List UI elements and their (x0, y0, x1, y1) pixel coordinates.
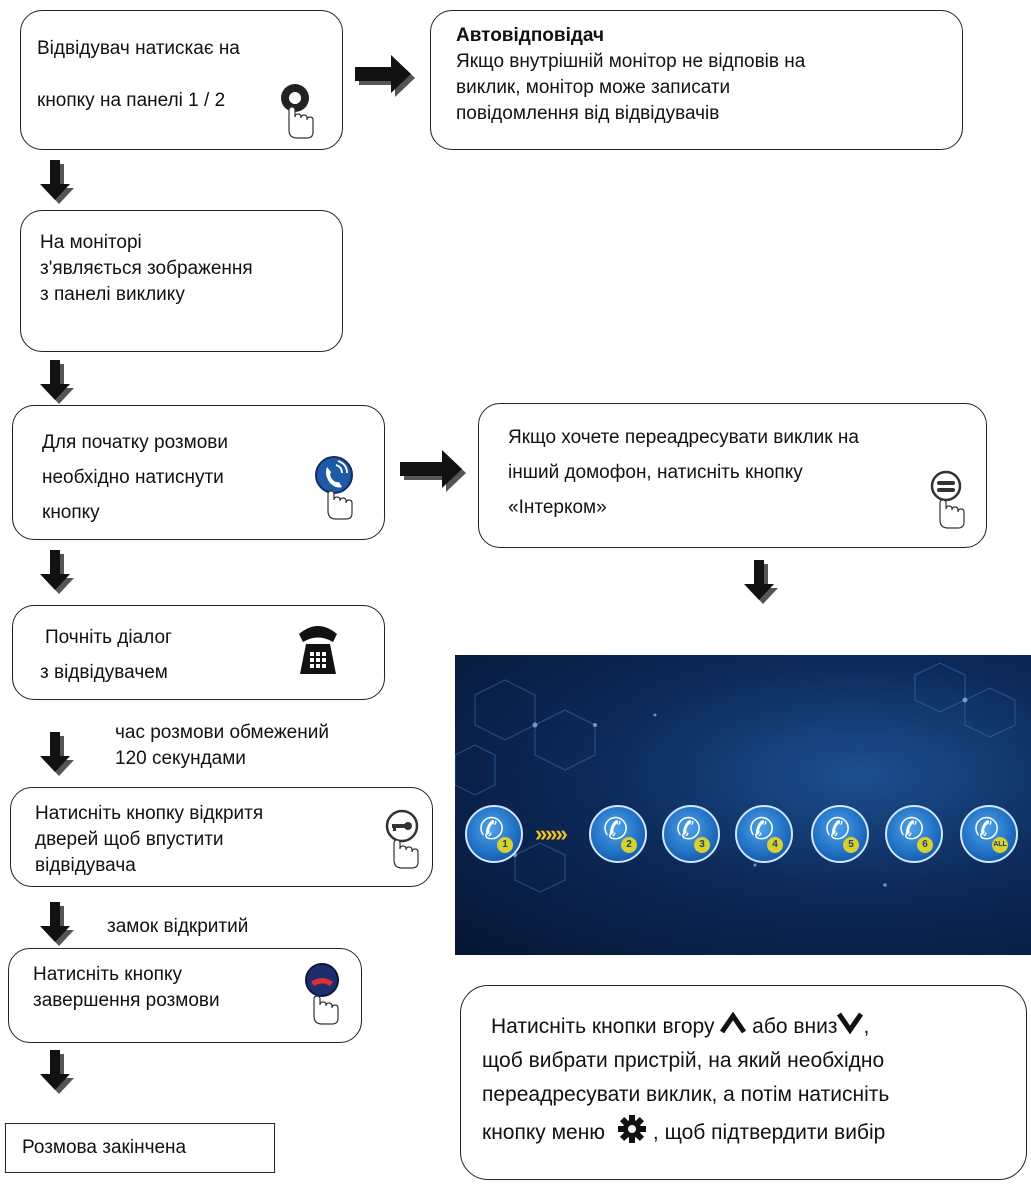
arrow-down-1 (40, 160, 74, 209)
answer-phone-icon (312, 455, 364, 530)
select-line1-a: Натисніть кнопки вгору (491, 1015, 715, 1039)
answering-machine-line2: виклик, монітор може записати (456, 77, 731, 98)
intercom-icon (928, 470, 970, 541)
arrow-down-transfer (744, 560, 778, 609)
arrow-right-1 (355, 55, 415, 102)
device-number: 4 (767, 837, 783, 853)
step-end-call (8, 948, 362, 1043)
step-end-line1: Натисніть кнопку (33, 964, 182, 985)
step-open-line2: дверей щоб впустити (35, 829, 224, 850)
transfer-line2: інший домофон, натисніть кнопку (508, 462, 803, 483)
step-open-line3: відвідувача (35, 855, 136, 876)
gear-icon (617, 1114, 647, 1153)
arrow-down-4 (40, 732, 74, 781)
step-monitor-line2: з'являється зображення (40, 258, 253, 279)
step-start-line1: Для початку розмови (42, 432, 228, 453)
desk-phone-icon (296, 622, 340, 685)
answering-machine-line3: повідомлення від відвідувачів (456, 103, 720, 124)
step-open-line1: Натисніть кнопку відкритя (35, 803, 264, 824)
select-line4-b: , щоб підтвердити вибір (652, 1121, 886, 1145)
arrow-right-2 (400, 450, 468, 497)
select-line1-c: , (863, 1015, 870, 1039)
device-number: 1 (497, 837, 513, 853)
device-button-3[interactable]: ✆3 (662, 805, 720, 863)
device-number: 6 (917, 837, 933, 853)
select-device-box (460, 985, 1027, 1180)
step-monitor-image (20, 210, 343, 352)
device-button-4[interactable]: ✆4 (735, 805, 793, 863)
door-key-icon (380, 808, 424, 879)
transfer-line3: «Інтерком» (508, 497, 607, 518)
step-visitor-press-line2: кнопку на панелі 1 / 2 (37, 90, 226, 111)
step-monitor-line1: На моніторі (40, 232, 142, 253)
device-button-5[interactable]: ✆5 (811, 805, 869, 863)
device-button-1[interactable]: ✆1 (465, 805, 523, 863)
answering-machine-box (430, 10, 963, 150)
step-visitor-press-line1: Відвідувач натискає на (37, 38, 240, 59)
up-caret-icon (720, 1011, 747, 1043)
hang-up-icon (300, 962, 346, 1037)
select-line2: щоб вибрати пристрій, на який необхідно (482, 1049, 885, 1072)
arrow-down-2 (40, 360, 74, 409)
device-number: 2 (621, 837, 637, 853)
device-button-all[interactable]: ✆ALL (960, 805, 1018, 863)
transfer-line1: Якщо хочете переадресувати виклик на (508, 427, 859, 448)
transfer-box (478, 403, 987, 548)
lock-open-label: замок відкритий (107, 916, 249, 937)
monitor-transfer-screen: ✆1 »»» ✆2 ✆3 ✆4 ✆5 ✆6 ✆ALL (455, 655, 1031, 955)
device-number: 5 (843, 837, 859, 853)
select-line1-b: або вниз (752, 1015, 838, 1039)
step-open-door (10, 787, 433, 887)
device-number: ALL (992, 837, 1008, 853)
device-button-6[interactable]: ✆6 (885, 805, 943, 863)
step-dialog-line1: Почніть діалог (45, 627, 172, 648)
step-start-line3: кнопку (42, 502, 100, 523)
select-line1: Натисніть кнопки вгору або вниз , (491, 1011, 870, 1043)
select-line4-a: кнопку меню (482, 1121, 606, 1145)
answering-machine-line1: Якщо внутрішній монітор не відповів на (456, 51, 806, 72)
arrow-down-6 (40, 1050, 74, 1099)
step-monitor-line3: з панелі виклику (40, 284, 185, 305)
step-finished (5, 1123, 275, 1173)
step-end-line2: завершення розмови (33, 990, 220, 1011)
call-button-hand-icon (275, 82, 317, 147)
arrow-down-3 (40, 550, 74, 599)
step-finished-label: Розмова закінчена (22, 1137, 187, 1158)
down-caret-icon (837, 1012, 864, 1043)
talk-time-line2: 120 секундами (115, 748, 246, 769)
talk-time-line1: час розмови обмежений (115, 722, 329, 743)
select-line3: переадресувати виклик, а потім натисніть (482, 1083, 890, 1106)
arrow-down-5 (40, 902, 74, 951)
device-button-2[interactable]: ✆2 (589, 805, 647, 863)
step-start-line2: необхідно натиснути (42, 467, 224, 488)
select-line4: кнопку меню , щоб підтвердити вибір (482, 1114, 885, 1153)
step-dialog-line2: з відвідувачем (40, 662, 168, 683)
answering-machine-title: Автовідповідач (456, 25, 605, 46)
selection-arrow: »»» (535, 821, 568, 846)
device-number: 3 (694, 837, 710, 853)
